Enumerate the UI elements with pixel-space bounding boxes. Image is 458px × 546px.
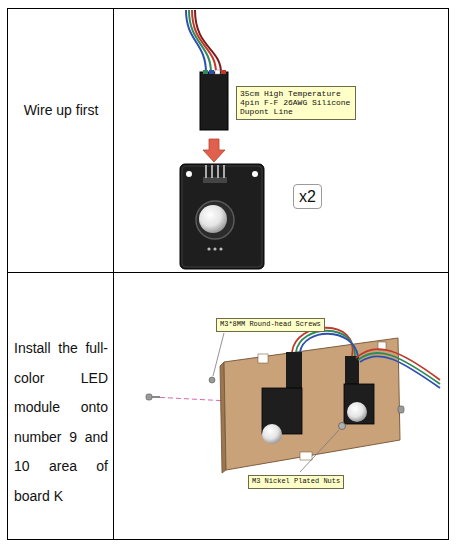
nut (339, 406, 405, 430)
nut (339, 423, 346, 430)
module-wires (300, 334, 358, 356)
led-module (223, 165, 225, 178)
led-module (213, 247, 216, 250)
screw-callout: M3*8MM Round-head Screws (216, 318, 325, 332)
led-module-right (347, 402, 367, 422)
led-module (252, 171, 258, 177)
dupont-connector (203, 70, 208, 74)
wire-callout: 35cm High Temperature 4pin F-F 26AWG Sil… (236, 86, 356, 120)
dupont-wires (186, 10, 221, 73)
screw (146, 394, 152, 400)
leader-lines (300, 430, 339, 472)
leader-lines (213, 333, 339, 472)
step-text: Install the full-color LED module onto n… (14, 334, 108, 511)
led-module-right (344, 384, 374, 424)
nut-callout: M3 Nickel Plated Nuts (248, 475, 344, 489)
leader-lines (213, 333, 224, 376)
node-text: 35cm High Temperature 4pin F-F 26AWG Sil… (240, 89, 352, 117)
board-k (258, 354, 268, 363)
board-k (209, 338, 400, 473)
led-module (206, 165, 224, 178)
nut (398, 406, 404, 413)
table-grid (8, 9, 449, 540)
node-text: x2 (299, 187, 316, 206)
insert-arrow (203, 139, 225, 162)
table-grid (8, 9, 449, 540)
led-module (207, 247, 210, 250)
led-module (199, 205, 227, 233)
led-module (182, 166, 262, 267)
table-grid (113, 9, 114, 540)
led-module-left (262, 424, 282, 444)
screw (152, 396, 160, 398)
table-grid (8, 272, 449, 273)
led-module (217, 165, 219, 178)
led-module (219, 247, 222, 250)
module-wires (292, 328, 440, 388)
dupont-connector (200, 70, 228, 130)
led-module (205, 165, 207, 178)
node-text: M3 Nickel Plated Nuts (252, 478, 340, 486)
led-module (180, 164, 264, 269)
screw (146, 394, 160, 400)
board-k (224, 338, 400, 470)
led-module (211, 165, 213, 178)
led-module-right (345, 356, 359, 386)
led-module (186, 171, 192, 177)
led-module (180, 164, 264, 269)
step-text: Wire up first (12, 101, 110, 119)
led-module-left (286, 352, 302, 388)
dupont-wires (195, 10, 221, 73)
dupont-connector (221, 70, 226, 74)
led-module (196, 201, 234, 239)
dupont-connector (200, 72, 228, 130)
board-k (300, 452, 312, 460)
dupont-connector (209, 70, 214, 74)
module-wires (360, 356, 440, 388)
node-text: M3*8MM Round-head Screws (220, 321, 321, 329)
led-module-right (344, 356, 374, 424)
led-module-left (262, 352, 302, 444)
dupont-connector (215, 70, 220, 74)
quantity-box: x2 (293, 184, 322, 209)
board-k (209, 377, 215, 383)
